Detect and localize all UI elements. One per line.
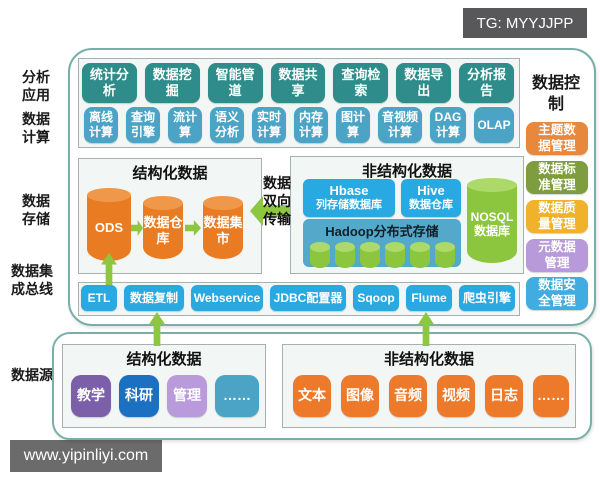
mini-cylinder xyxy=(384,242,405,268)
unstructured-source-panel: 非结构化数据 文本 图像 音频 视频 日志 …… xyxy=(282,344,576,428)
ods-label: ODS xyxy=(94,220,124,236)
compute-button: 实时计算 xyxy=(252,107,286,143)
source-item: …… xyxy=(215,375,259,417)
compute-button: 图计算 xyxy=(336,107,370,143)
app-button: 查询检索 xyxy=(333,63,389,103)
source-item: …… xyxy=(533,375,569,417)
hive-box: Hive 数据仓库 xyxy=(401,179,461,217)
warehouse-cylinder: 数据仓库 xyxy=(143,196,183,259)
compute-button: 查询引擎 xyxy=(126,107,160,143)
structured-storage-title: 结构化数据 xyxy=(132,165,208,182)
hive-name: Hive xyxy=(417,183,445,198)
unstructured-source-title: 非结构化数据 xyxy=(383,351,474,368)
source-item: 文本 xyxy=(293,375,331,417)
source-item: 图像 xyxy=(341,375,379,417)
mini-cylinder xyxy=(309,242,330,268)
flow-arrow xyxy=(131,220,143,236)
compute-row: 离线计算 查询引擎 流计算 语义分析 实时计算 内存计算 图计算 音视频计算 D… xyxy=(81,107,517,143)
unstructured-storage-title: 非结构化数据 xyxy=(361,163,452,180)
layer-label-compute: 数据计算 xyxy=(22,111,50,146)
bus-button: 数据复制 xyxy=(124,285,184,311)
app-button: 数据共享 xyxy=(270,63,326,103)
warehouse-label: 数据仓库 xyxy=(143,215,183,246)
source-item: 日志 xyxy=(485,375,523,417)
app-button: 数据导出 xyxy=(396,63,452,103)
source-item: 音频 xyxy=(389,375,427,417)
layer-label-analysis: 分析应用 xyxy=(22,69,50,104)
hive-desc: 数据仓库 xyxy=(409,199,453,212)
source-item: 视频 xyxy=(437,375,475,417)
analysis-app-row: 统计分析 数据挖掘 智能管道 数据共享 查询检索 数据导出 分析报告 xyxy=(82,63,515,103)
layer-label-storage: 数据存储 xyxy=(22,193,50,228)
control-title: 数据控制 xyxy=(531,75,580,113)
nosql-cylinder: NOSQL 数据库 xyxy=(467,178,517,263)
unstructured-storage-panel: 非结构化数据 Hbase 列存储数据库 Hive 数据仓库 Hadoop分布式存… xyxy=(290,156,524,274)
app-button: 数据挖掘 xyxy=(144,63,200,103)
hbase-box: Hbase 列存储数据库 xyxy=(303,179,395,217)
control-item: 元数据管理 xyxy=(526,239,588,272)
nosql-name: NOSQL xyxy=(470,209,514,224)
compute-button: 流计算 xyxy=(168,107,202,143)
bus-button: Flume xyxy=(406,285,452,311)
layer-label-integration: 数据集成总线 xyxy=(11,263,53,298)
compute-button: 语义分析 xyxy=(210,107,244,143)
mini-cylinder xyxy=(334,242,355,268)
hadoop-box: Hadoop分布式存储 xyxy=(303,219,461,268)
watermark-badge: www.yipinliyi.com xyxy=(10,440,162,472)
bus-button: Sqoop xyxy=(353,285,399,311)
app-button: 统计分析 xyxy=(82,63,137,103)
nosql-desc: 数据库 xyxy=(473,224,510,238)
compute-button: OLAP xyxy=(474,107,514,143)
control-item: 数据安全管理 xyxy=(526,277,588,310)
app-button: 分析报告 xyxy=(459,63,515,103)
compute-button: 音视频计算 xyxy=(378,107,422,143)
structured-source-title: 结构化数据 xyxy=(126,351,202,368)
hbase-desc: 列存储数据库 xyxy=(316,199,382,212)
layer-label-source: 数据源 xyxy=(11,367,53,383)
hbase-name: Hbase xyxy=(329,183,369,198)
source-item: 教学 xyxy=(71,375,111,417)
structured-source-panel: 结构化数据 教学 科研 管理 …… xyxy=(62,344,266,428)
compute-button: 内存计算 xyxy=(294,107,328,143)
source-item: 管理 xyxy=(167,375,207,417)
integration-bus-row: ETL 数据复制 Webservice JDBC配置器 Sqoop Flume … xyxy=(81,285,515,311)
hadoop-title: Hadoop分布式存储 xyxy=(325,224,439,239)
bus-button: JDBC配置器 xyxy=(270,285,346,311)
flow-arrow xyxy=(185,220,201,236)
mini-cylinder xyxy=(359,242,380,268)
hadoop-cylinders xyxy=(303,242,461,268)
bus-button: 爬虫引擎 xyxy=(459,285,515,311)
mart-label: 数据集市 xyxy=(203,215,243,246)
bus-button: Webservice xyxy=(191,285,263,311)
mini-cylinder xyxy=(409,242,430,268)
control-item: 主题数据管理 xyxy=(526,122,588,155)
tg-badge: TG: MYYJJPP xyxy=(463,8,587,38)
compute-button: DAG计算 xyxy=(430,107,466,143)
bus-button: ETL xyxy=(81,285,117,311)
mini-cylinder xyxy=(434,242,455,268)
control-item: 数据质量管理 xyxy=(526,200,588,233)
structured-storage-panel: 结构化数据 ODS 数据仓库 数据集市 xyxy=(78,158,262,274)
source-item: 科研 xyxy=(119,375,159,417)
mart-cylinder: 数据集市 xyxy=(203,196,243,259)
transfer-label: 数据双向传输 xyxy=(263,175,291,228)
ods-cylinder: ODS xyxy=(87,188,131,261)
control-item: 数据标准管理 xyxy=(526,161,588,194)
app-button: 智能管道 xyxy=(207,63,263,103)
compute-button: 离线计算 xyxy=(84,107,118,143)
